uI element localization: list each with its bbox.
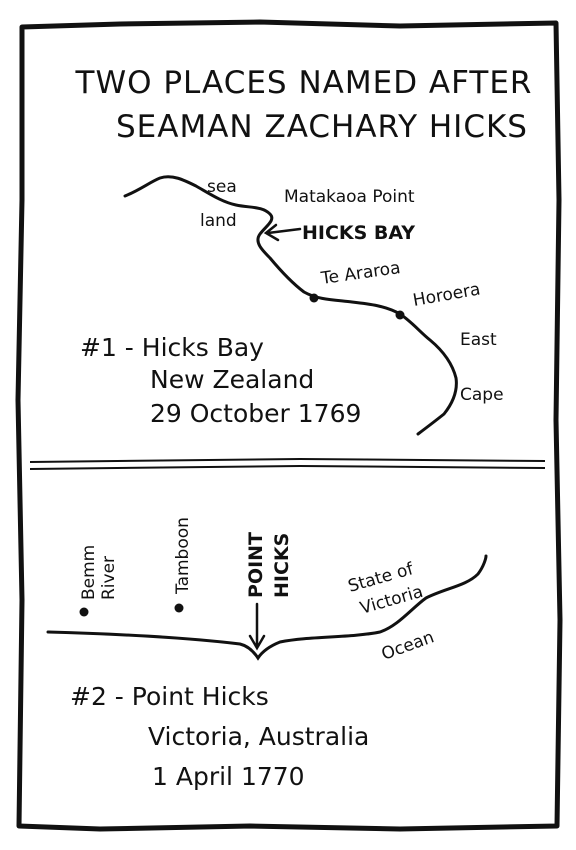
bemm-river-dot	[79, 607, 89, 617]
horoera-label: Horoera	[411, 279, 482, 311]
hicks-bay-arrow	[263, 223, 302, 242]
caption-1-line-1: #1 - Hicks Bay	[80, 333, 264, 362]
river-label: River	[99, 556, 119, 600]
hicks-label: HICKS	[271, 533, 293, 598]
te-araroa-label: Te Araroa	[319, 258, 402, 289]
point-hicks-arrow	[248, 602, 266, 651]
tamboon-label: Tamboon	[173, 517, 193, 595]
frame-border	[15, 19, 563, 832]
caption-2-line-3: 1 April 1770	[152, 762, 305, 791]
nz-coastline	[123, 175, 458, 436]
ocean-label: Ocean	[379, 627, 437, 664]
title-line-2: SEAMAN ZACHARY HICKS	[116, 109, 528, 145]
te-araroa-dot	[309, 293, 319, 303]
bemm-label: Bemm	[79, 545, 99, 600]
caption-2-line-1: #2 - Point Hicks	[70, 682, 269, 711]
caption-1-line-2: New Zealand	[150, 365, 314, 394]
east-label: East	[460, 330, 497, 350]
point-label: POINT	[245, 532, 267, 598]
land-label: land	[200, 211, 237, 231]
section-divider	[29, 457, 546, 470]
caption-2-line-2: Victoria, Australia	[148, 722, 369, 751]
caption-1-line-3: 29 October 1769	[150, 399, 361, 428]
hicks-bay-label: HICKS BAY	[302, 222, 415, 244]
matakaoa-point-label: Matakaoa Point	[284, 187, 415, 207]
cape-label: Cape	[460, 385, 504, 405]
tamboon-dot	[174, 603, 184, 613]
title-line-1: TWO PLACES NAMED AFTER	[75, 65, 533, 101]
victoria-coastline	[46, 554, 488, 661]
sea-label: sea	[207, 177, 237, 197]
horoera-dot	[395, 310, 405, 320]
